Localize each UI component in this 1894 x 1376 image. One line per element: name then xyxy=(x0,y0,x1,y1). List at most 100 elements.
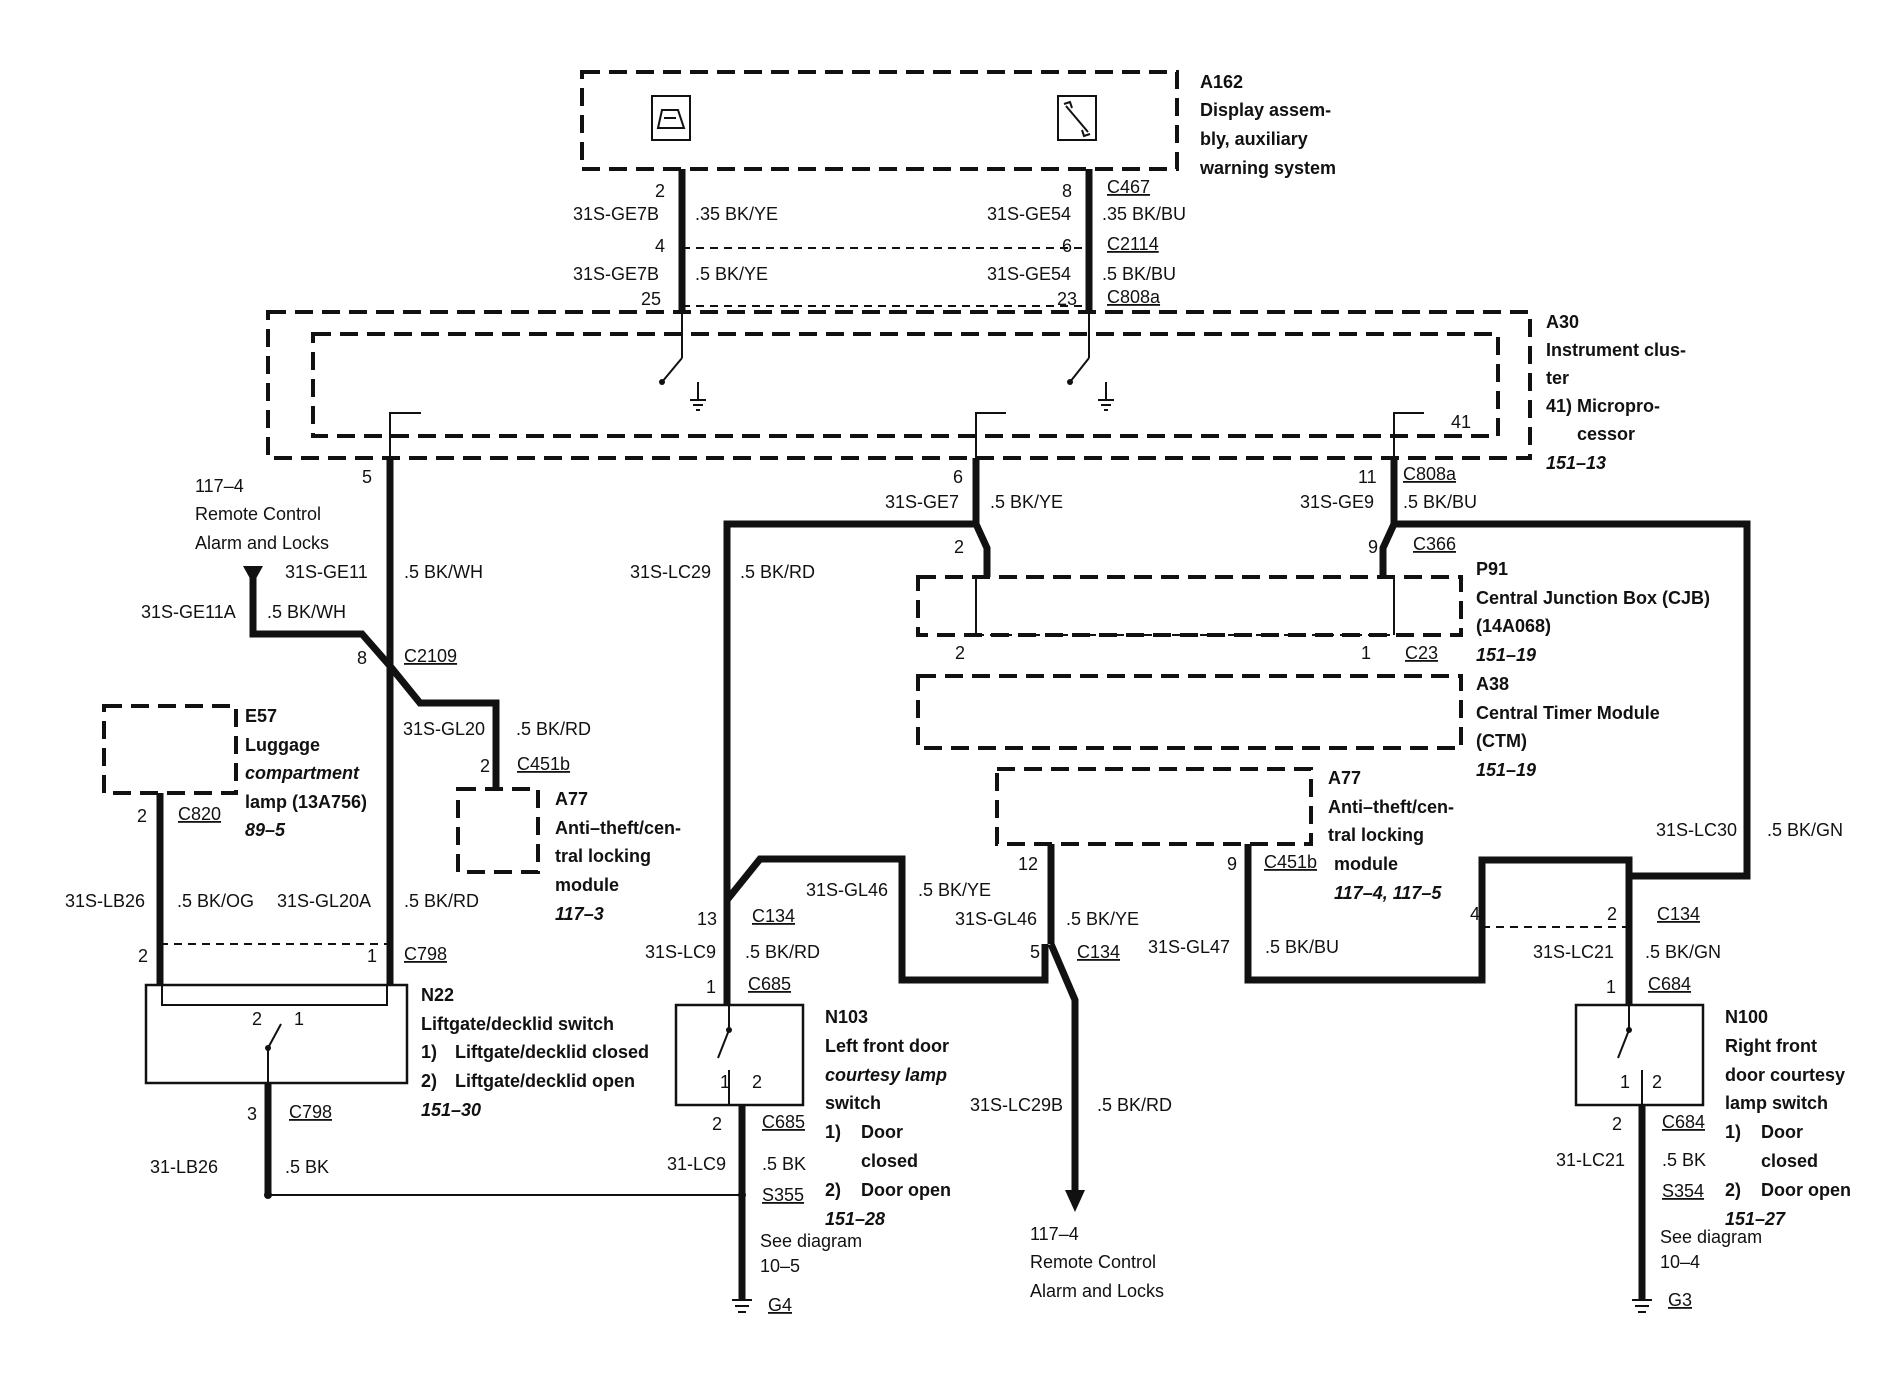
component-label: bly, auxiliary xyxy=(1200,129,1308,149)
wire-spec: .5 BK/GN xyxy=(1767,820,1843,840)
pin-number: 5 xyxy=(362,467,372,487)
connector-label: C2109 xyxy=(404,646,457,666)
wire-spec: .35 BK/BU xyxy=(1102,204,1186,224)
right-door-switch-box xyxy=(1574,1003,1705,1107)
connector-label: C685 xyxy=(748,974,791,994)
pin-number: 2 xyxy=(655,181,665,201)
pin-number: 2 xyxy=(1612,1114,1622,1134)
component-label: 1) xyxy=(825,1122,841,1142)
component-label: door courtesy xyxy=(1725,1065,1845,1085)
wire-spec: .5 BK/RD xyxy=(516,719,591,739)
connector-label: G4 xyxy=(768,1295,792,1315)
instrument-cluster-box xyxy=(266,310,1532,460)
component-label: 151–19 xyxy=(1476,760,1536,780)
component-label: Luggage xyxy=(245,735,320,755)
component-label: A77 xyxy=(1328,768,1361,788)
pin-number: 2 xyxy=(480,756,490,776)
ctm-box xyxy=(916,674,1463,750)
component-label: 151–27 xyxy=(1725,1209,1786,1229)
component-label: E57 xyxy=(245,706,277,726)
component-label: A38 xyxy=(1476,674,1509,694)
pin-number: 1 xyxy=(720,1072,730,1092)
reference-label: Alarm and Locks xyxy=(195,533,329,553)
component-label: 151–19 xyxy=(1476,645,1536,665)
component-label: 41) Micropro- xyxy=(1546,396,1660,416)
connector-label: C451b xyxy=(1264,852,1317,872)
component-label: tral locking xyxy=(555,846,651,866)
component-label: Left front door xyxy=(825,1036,949,1056)
reference-label: 10–5 xyxy=(760,1256,800,1276)
component-label: closed xyxy=(861,1151,918,1171)
pin-number: 3 xyxy=(247,1104,257,1124)
wire-spec: .5 BK/YE xyxy=(918,880,991,900)
wire-id: 31S-GE7B xyxy=(573,264,659,284)
cjb-box xyxy=(916,575,1463,637)
ground-icon xyxy=(732,1299,752,1313)
component-label: 2) xyxy=(421,1071,437,1091)
connector-label: C820 xyxy=(178,804,221,824)
wire-id: 31-LB26 xyxy=(150,1157,218,1177)
component-label: 117–4, 117–5 xyxy=(1334,883,1442,903)
wire-id: 31S-GL47 xyxy=(1148,937,1230,957)
wire-id: 31S-LC29B xyxy=(970,1095,1063,1115)
component-label: 2) xyxy=(825,1180,841,1200)
connector-label: C134 xyxy=(1077,942,1120,962)
pin-number: 9 xyxy=(1368,537,1378,557)
anti-theft-module-box-left xyxy=(456,787,540,874)
component-label: tral locking xyxy=(1328,825,1424,845)
component-label: courtesy lamp xyxy=(825,1065,947,1085)
pin-number: 5 xyxy=(1030,942,1040,962)
cluster-internal-switches xyxy=(389,312,1424,458)
reference-label: Remote Control xyxy=(1030,1252,1156,1272)
component-label: Liftgate/decklid switch xyxy=(421,1014,614,1034)
pin-number: 2 xyxy=(955,643,965,663)
reference-label: See diagram xyxy=(1660,1227,1762,1247)
component-label: Central Timer Module xyxy=(1476,703,1660,723)
wire-id: 31S-LC30 xyxy=(1656,820,1737,840)
wire-id: 31-LC9 xyxy=(667,1154,726,1174)
connector-label: C798 xyxy=(289,1102,332,1122)
liftgate-switch-box xyxy=(144,983,409,1085)
wire-spec: .5 BK/RD xyxy=(1097,1095,1172,1115)
component-label: lamp switch xyxy=(1725,1093,1828,1113)
pin-number: 8 xyxy=(357,648,367,668)
component-label: Instrument clus- xyxy=(1546,340,1686,360)
pin-number: 2 xyxy=(252,1009,262,1029)
connector-label: C685 xyxy=(762,1112,805,1132)
component-label: module xyxy=(1334,854,1398,874)
wire-spec: .5 BK/BU xyxy=(1403,492,1477,512)
wire-spec: .5 BK/YE xyxy=(695,264,768,284)
component-label: Door open xyxy=(1761,1180,1851,1200)
wire-id: 31S-GE54 xyxy=(987,204,1071,224)
pin-number: 1 xyxy=(1361,643,1371,663)
connector-label: C2114 xyxy=(1107,234,1159,254)
component-label: Central Junction Box (CJB) xyxy=(1476,588,1710,608)
wires xyxy=(156,169,1751,1300)
connector-label: C23 xyxy=(1405,643,1438,663)
connector-label: C467 xyxy=(1107,177,1150,197)
connector-label: S355 xyxy=(762,1185,804,1205)
wire-id: 31S-LB26 xyxy=(65,891,145,911)
component-label: (CTM) xyxy=(1476,731,1527,751)
wire-id: 31S-GE54 xyxy=(987,264,1071,284)
wire-spec: .5 BK/RD xyxy=(745,942,820,962)
pin-number: 8 xyxy=(1062,181,1072,201)
connector-label: G3 xyxy=(1668,1290,1692,1310)
component-label: A77 xyxy=(555,789,588,809)
wire-id: 31S-GL46 xyxy=(806,880,888,900)
wire-id: 31S-LC9 xyxy=(645,942,716,962)
wire-spec: .5 BK/RD xyxy=(404,891,479,911)
component-label: A30 xyxy=(1546,312,1579,332)
component-label: 1) xyxy=(421,1042,437,1062)
component-label: 41 xyxy=(1451,412,1471,432)
ground-icon xyxy=(1632,1299,1652,1313)
component-label: Liftgate/decklid closed xyxy=(455,1042,649,1062)
pin-number: 4 xyxy=(1470,904,1480,924)
wire-id: 31-LC21 xyxy=(1556,1150,1625,1170)
wire-id: 31S-GE11A xyxy=(141,602,236,622)
pin-number: 13 xyxy=(697,909,717,929)
connector-label: S354 xyxy=(1662,1181,1704,1201)
left-door-switch-box xyxy=(674,1003,805,1107)
pin-number: 2 xyxy=(1607,904,1617,924)
component-label: 151–13 xyxy=(1546,453,1606,473)
